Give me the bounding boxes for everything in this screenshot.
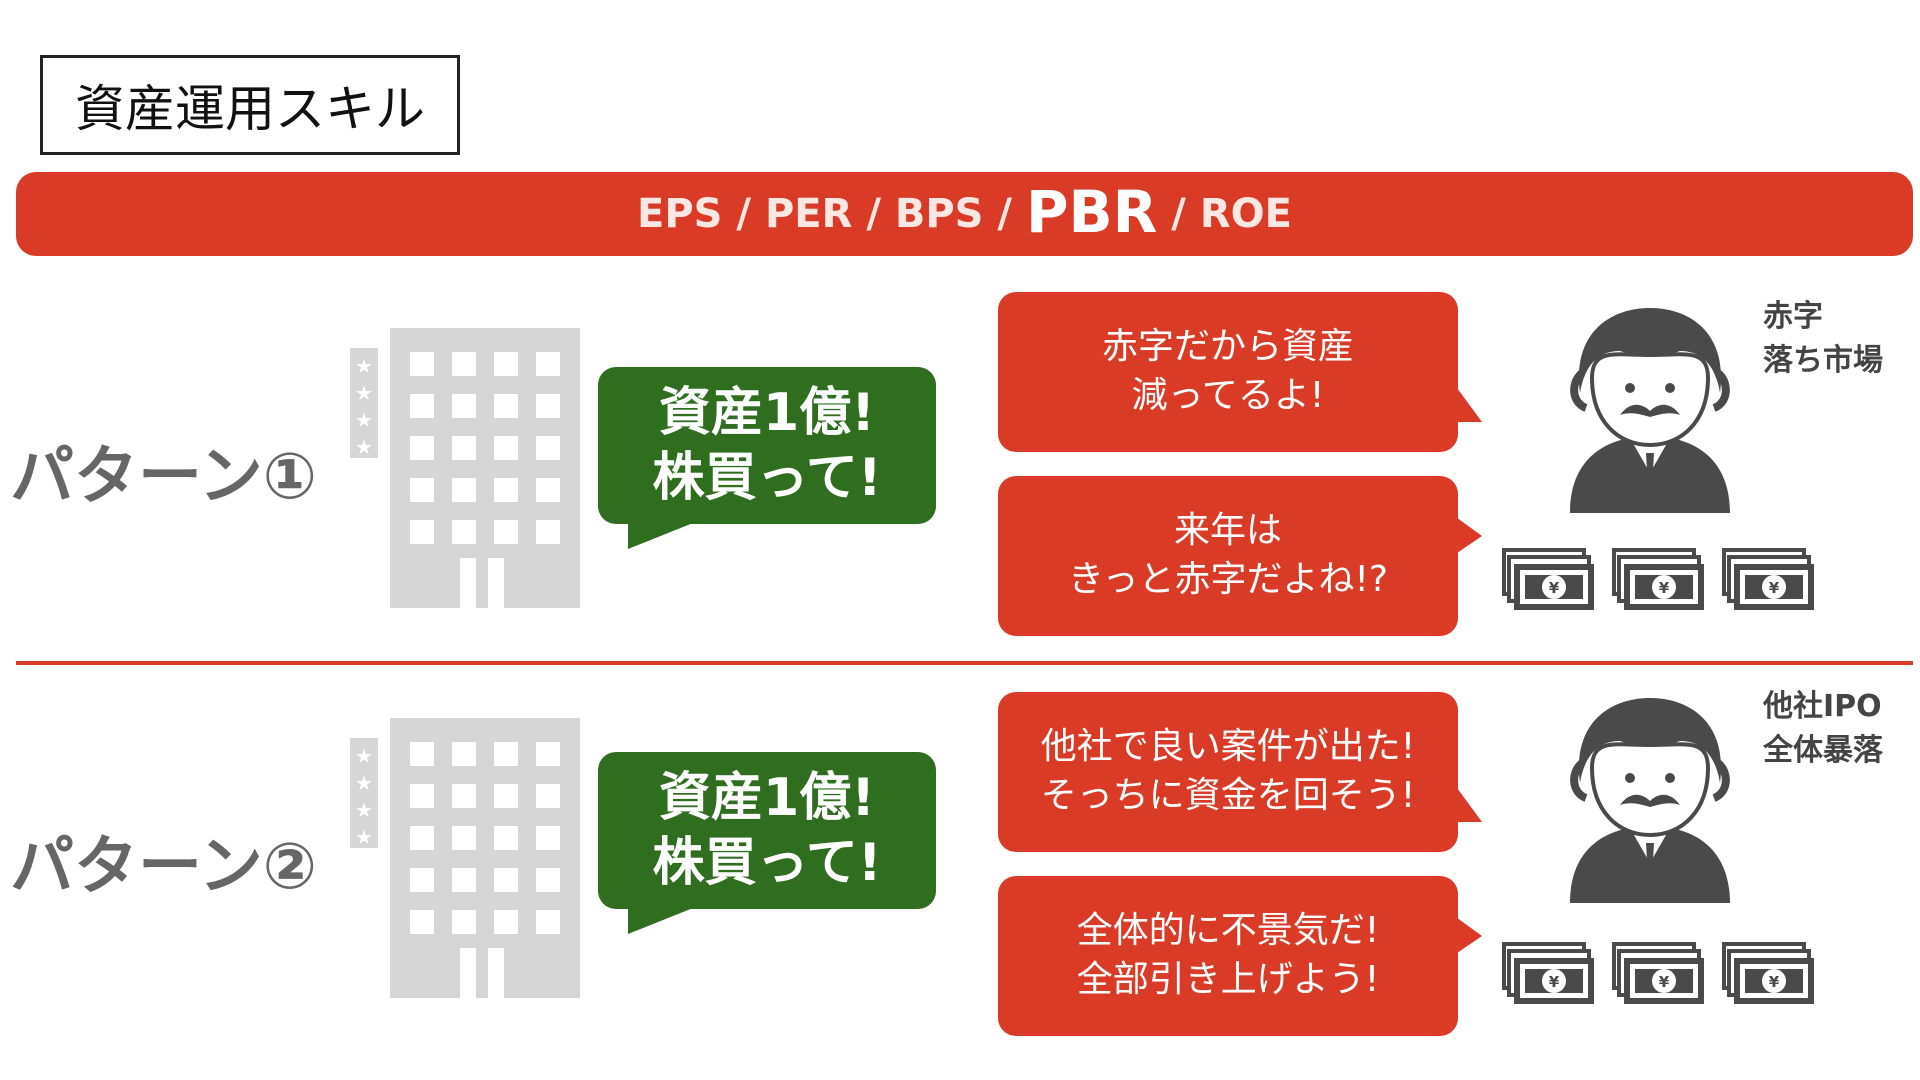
company-bubble-line: 株買って! [652,832,882,893]
metric-pbr: PBR [1025,178,1158,246]
company-bubble-text: 資産1億! 株買って! [598,752,936,909]
yen-bills-icon: ¥ [1502,548,1594,610]
star-icon: ★ [355,381,373,405]
investor-speech-bubble: 他社で良い案件が出た! そっちに資金を回そう! [998,692,1482,852]
star-icon: ★ [355,744,373,768]
company-bubble-text: 資産1億! 株買って! [598,367,936,524]
investor-bubble-line: 赤字だから資産 [1101,326,1354,368]
yen-symbol: ¥ [1769,973,1780,991]
star-icon: ★ [355,354,373,378]
yen-bills-icon: ¥ [1722,942,1814,1004]
metric-per: PER [764,191,853,237]
investor-bubble-line: 全部引き上げよう! [1076,959,1380,1000]
company-speech-bubble: 資産1億! 株買って! [598,367,938,552]
metric-separator: / [983,191,1026,237]
side-label-line: 全体暴落 [1763,732,1883,768]
metric-separator: / [852,191,895,237]
investor-bubble-line: 来年は [1173,510,1282,552]
yen-symbol: ¥ [1659,579,1670,597]
pattern-2-label: パターン② [10,830,317,904]
section-divider [16,661,1913,665]
metric-separator: / [722,191,765,237]
yen-bills-icon: ¥ [1612,942,1704,1004]
star-icon: ★ [355,408,373,432]
yen-bills-icon: ¥ [1502,942,1594,1004]
investor-speech-bubble: 全体的に不景気だ! 全部引き上げよう! [998,876,1482,1036]
star-icon: ★ [355,771,373,795]
pattern-1-label: パターン① [10,440,317,514]
star-panel [350,348,378,458]
building-icon: ★ ★ ★ ★ [350,718,580,998]
yen-symbol: ¥ [1659,973,1670,991]
investor-bubble-line: そっちに資金を回そう! [1040,775,1416,816]
metric-separator: / [1157,191,1200,237]
metrics-banner: EPS / PER / BPS / PBR / ROE [16,172,1913,256]
investor-bubble-line: きっと赤字だよね!? [1067,559,1389,600]
metric-roe: ROE [1199,191,1292,237]
investor-bubble-line: 他社で良い案件が出た! [1040,726,1416,768]
side-label-line: 落ち市場 [1763,342,1883,378]
investor-speech-bubble: 赤字だから資産 減ってるよ! [998,292,1482,452]
metric-bps: BPS [894,191,984,237]
building-icon: ★ ★ ★ ★ [350,328,580,608]
company-bubble-line: 株買って! [652,447,882,508]
investor-icon [1570,698,1730,903]
yen-symbol: ¥ [1549,579,1560,597]
metric-eps: EPS [637,191,723,237]
star-icon: ★ [355,825,373,849]
page-title: 資産運用スキル [40,55,460,155]
investor-icon [1570,308,1730,513]
star-icon: ★ [355,798,373,822]
company-speech-bubble: 資産1億! 株買って! [598,752,938,937]
yen-symbol: ¥ [1769,579,1780,597]
yen-bills-icon: ¥ [1722,548,1814,610]
investor-speech-bubble: 来年は きっと赤字だよね!? [998,476,1482,636]
pattern-1-side-label: 赤字 落ち市場 [1763,295,1883,382]
yen-symbol: ¥ [1549,973,1560,991]
star-icon: ★ [355,435,373,459]
yen-bills-icon: ¥ [1612,548,1704,610]
investor-bubble-line: 全体的に不景気だ! [1076,910,1380,952]
investor-bubble-line: 減ってるよ! [1131,375,1325,416]
company-bubble-line: 資産1億! [659,767,875,828]
pattern-2-side-label: 他社IPO 全体暴落 [1763,685,1883,772]
company-bubble-line: 資産1億! [659,382,875,443]
side-label-line: 赤字 [1763,299,1823,334]
side-label-line: 他社IPO [1763,689,1882,724]
star-panel [350,738,378,848]
